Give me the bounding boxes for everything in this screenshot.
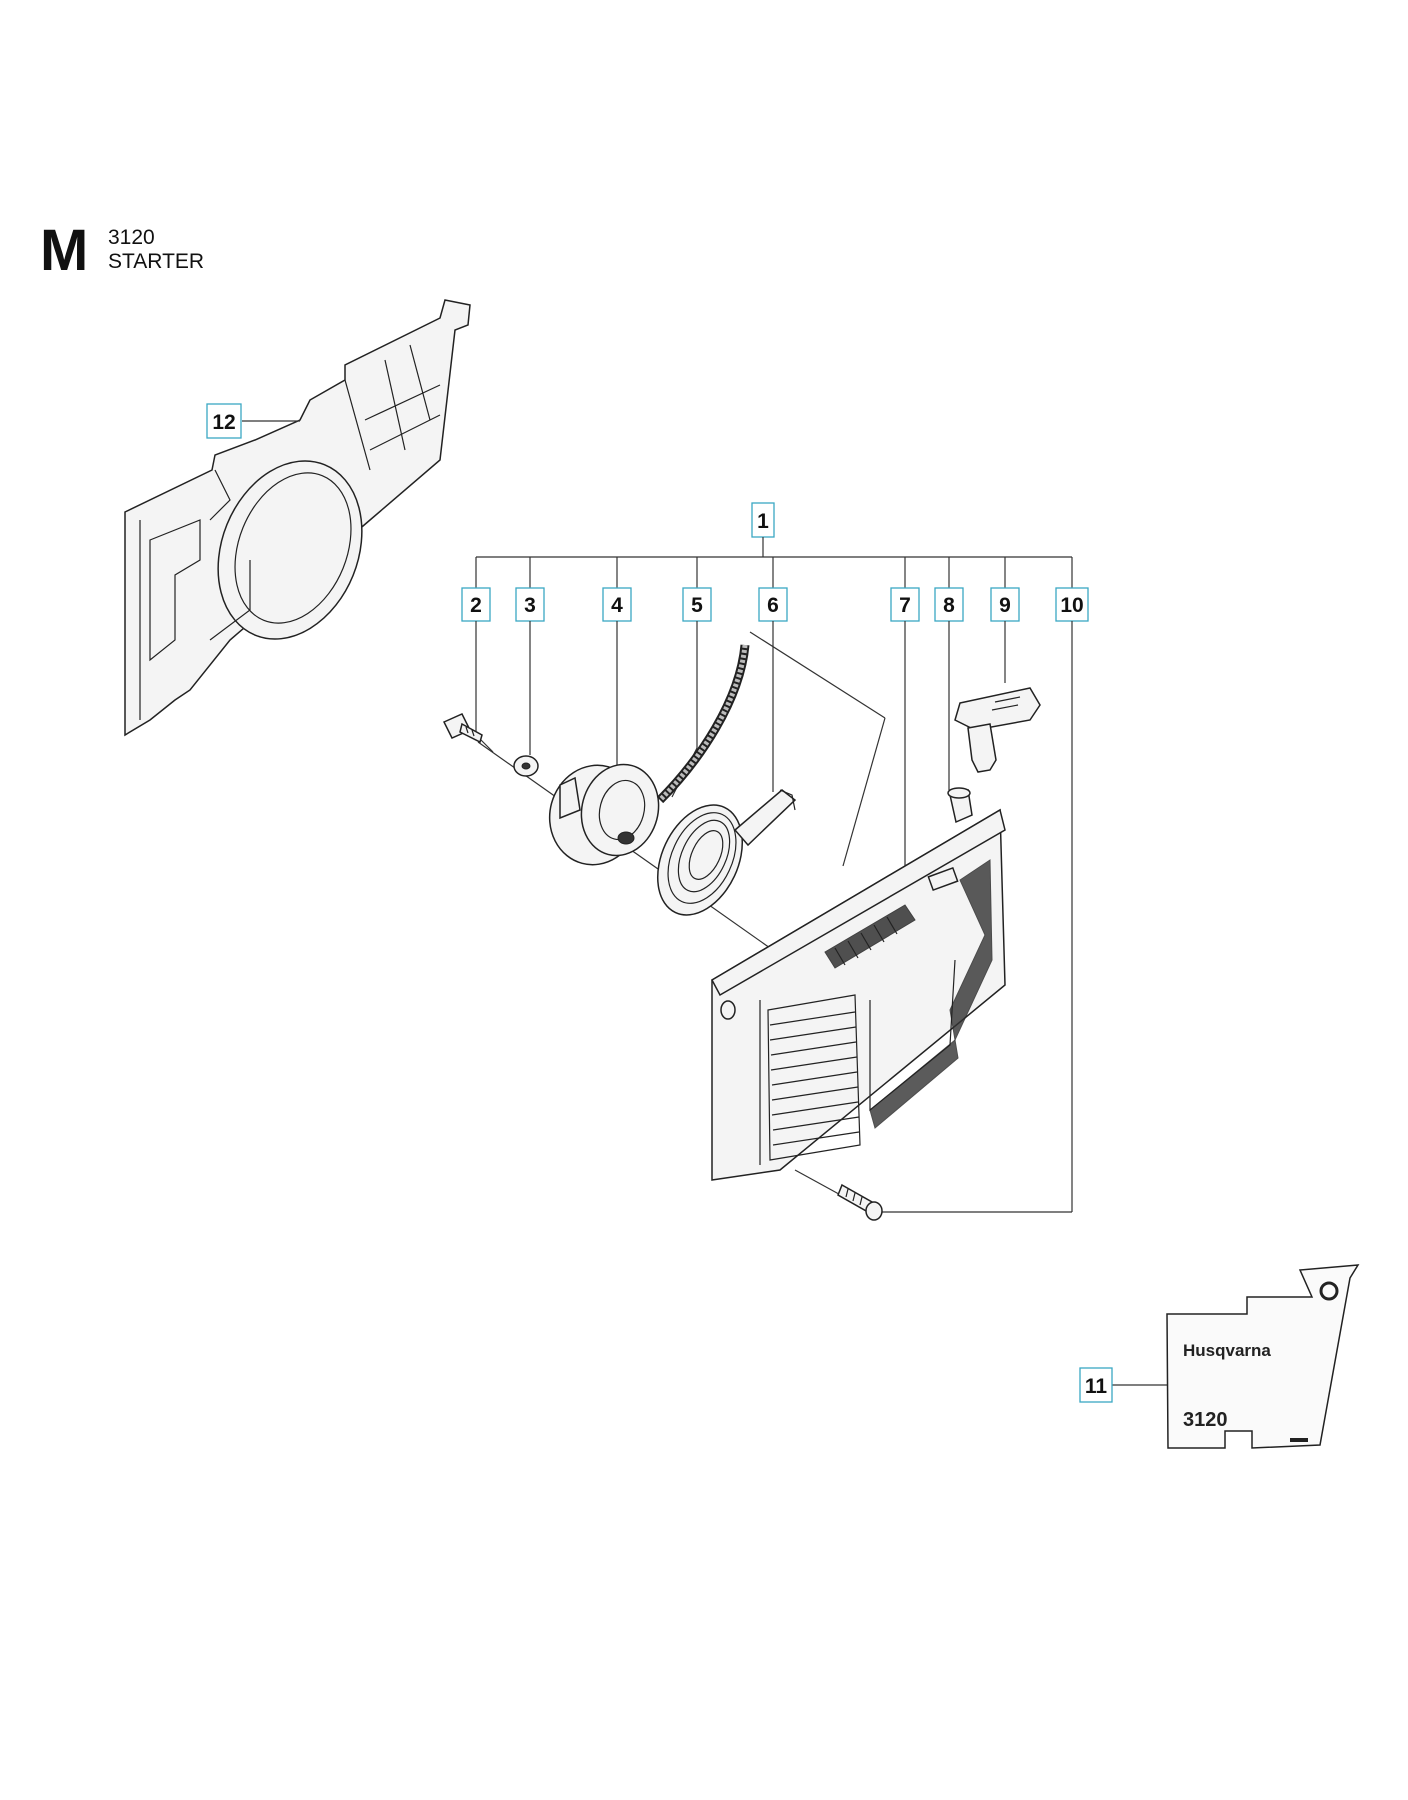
callout-1: 1 <box>751 502 775 538</box>
part-cover-screw <box>837 1183 883 1221</box>
part-washer <box>513 755 539 777</box>
svg-text:2: 2 <box>470 594 482 617</box>
decal-model: 3120 <box>1183 1409 1228 1431</box>
callout-8: 8 <box>934 587 964 622</box>
section-title: STARTER <box>108 250 205 273</box>
callout-11: 11 <box>1079 1367 1113 1403</box>
cover-top-grille <box>824 904 916 969</box>
svg-text:11: 11 <box>1085 1375 1108 1398</box>
callout-9: 9 <box>990 587 1020 622</box>
svg-text:3: 3 <box>524 594 536 617</box>
callout-4: 4 <box>602 587 632 622</box>
part-starter-cover <box>711 808 1006 1181</box>
svg-text:10: 10 <box>1060 594 1083 617</box>
cover-side-grille <box>869 859 993 1129</box>
callout-10: 10 <box>1055 587 1089 622</box>
part-bolt <box>442 713 483 744</box>
part-handle-insert <box>947 787 973 824</box>
part-starter-rope <box>656 644 750 804</box>
decal-symbol-icon <box>1319 1281 1339 1301</box>
svg-text:12: 12 <box>212 411 235 434</box>
callout-2: 2 <box>461 587 491 622</box>
decal-code-mark <box>1290 1438 1308 1442</box>
svg-text:4: 4 <box>611 594 623 617</box>
bracket-drops <box>475 557 1073 588</box>
part-starter-handle <box>954 687 1041 773</box>
callout-12: 12 <box>206 403 242 439</box>
svg-text:1: 1 <box>757 510 769 533</box>
svg-text:9: 9 <box>999 594 1011 617</box>
callout-7: 7 <box>890 587 920 622</box>
cover-front-louvres <box>767 959 956 1161</box>
starter-housing-plate <box>124 299 471 737</box>
model-number: 3120 <box>108 226 155 249</box>
decal-brand: Husqvarna <box>1183 1341 1271 1360</box>
part-decal: Husqvarna 3120 <box>1166 1264 1360 1449</box>
callout-6: 6 <box>758 587 788 622</box>
svg-text:6: 6 <box>767 594 779 617</box>
svg-text:8: 8 <box>943 594 955 617</box>
callout-5: 5 <box>682 587 712 622</box>
section-letter: M <box>40 218 89 283</box>
callout-3: 3 <box>515 587 545 622</box>
part-recoil-spring <box>656 789 797 916</box>
svg-text:7: 7 <box>899 594 911 617</box>
svg-text:5: 5 <box>691 594 703 617</box>
part-pulley <box>548 763 660 866</box>
